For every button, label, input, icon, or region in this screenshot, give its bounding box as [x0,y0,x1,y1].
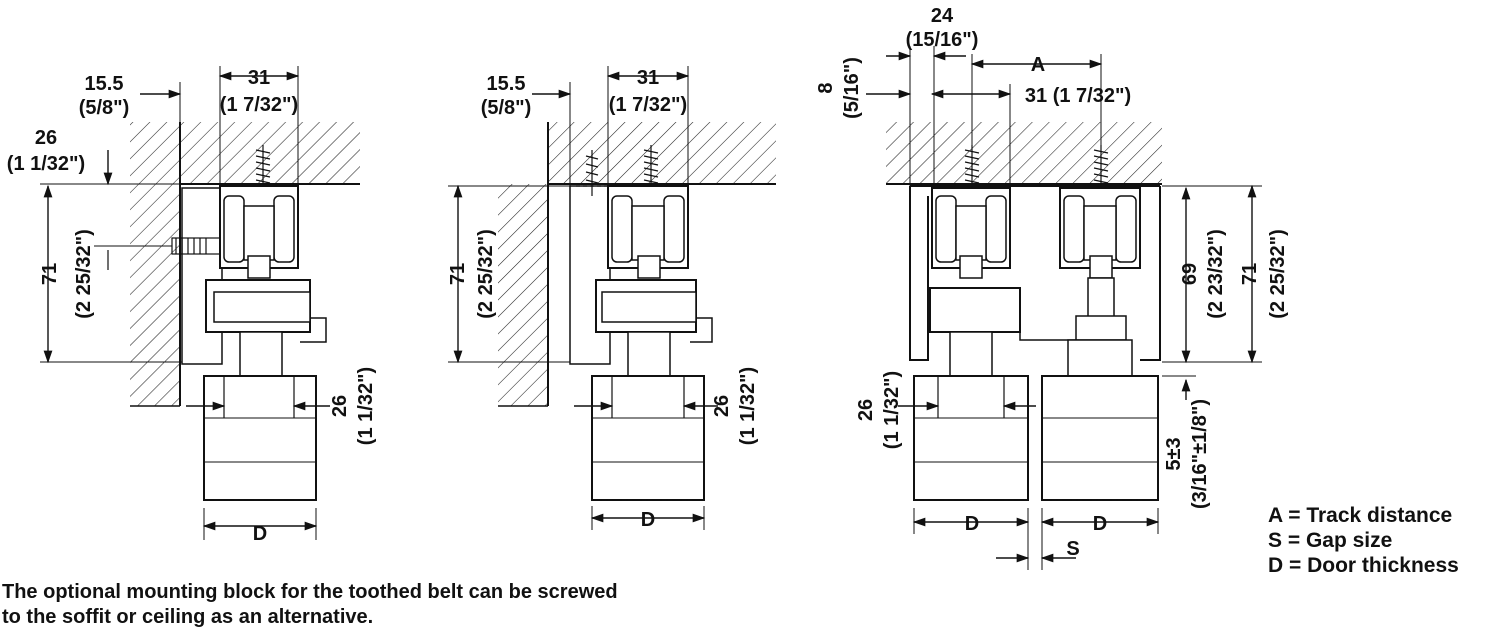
caption: The optional mounting block for the toot… [2,580,902,630]
view-3-edge-offset-in: (5/16") [841,57,863,119]
view-1-mounting-block [181,187,223,365]
view-3-screw-right [1093,145,1109,188]
view-1-side-offset: 15.5 [85,73,124,95]
view-1-ceiling-screw [255,145,271,186]
legend-door-thickness: D = Door thickness [1268,554,1459,577]
legend: A = Track distance S = Gap size D = Door… [1268,504,1459,577]
view-3-edge-offset: 8 [815,82,837,93]
view-1-side-offset-in: (5/8") [79,97,130,119]
view-1-width-top-in: (1 7/32") [220,94,298,116]
view-1-wall-mount: 31 (1 7/32") 15.5 (5/8") 26 (1 1/32") 71… [7,66,377,545]
view-3-track-label: A [1031,54,1045,76]
view-2-height: 71 [447,263,469,285]
view-3-width-top: 31 (1 7/32") [1025,85,1131,107]
view-3-outer-height-in: (2 25/32") [1267,229,1289,319]
view-2-ceiling-hatch [548,122,776,184]
view-3-door-2-label: D [1093,513,1107,535]
view-2-wall-hatch [498,184,548,406]
view-3-door-1-label: D [965,513,979,535]
view-2-side-offset: 15.5 [487,73,526,95]
view-1-door-offset-in: (1 1/32") [355,367,377,445]
view-3-door-offset-in: (1 1/32") [881,371,903,449]
view-3-screw-left [964,145,980,188]
view-1-mount-offset-in: (1 1/32") [7,153,85,175]
view-3-top-width: 24 [931,5,954,27]
view-3-outer-height: 71 [1239,263,1261,285]
view-2-side-offset-in: (5/8") [481,97,532,119]
view-1-door-offset: 26 [329,395,351,417]
view-2-door-offset-in: (1 1/32") [737,367,759,445]
view-3-ceiling-hatch [886,122,1162,184]
legend-track-distance: A = Track distance [1268,504,1452,527]
view-2-door [591,375,705,501]
view-1-height-in: (2 25/32") [73,229,95,319]
view-1-mount-offset: 26 [35,127,57,149]
view-3-door-left [913,375,1029,501]
view-2-door-label: D [641,509,655,531]
caption-line-2: to the soffit or ceiling as an alternati… [2,606,374,628]
view-1-width-top: 31 [248,67,270,89]
view-3-door-right [1041,375,1159,501]
caption-line-1: The optional mounting block for the toot… [2,581,618,603]
view-1-wall-hatch [130,122,180,406]
view-3-door-offset: 26 [855,399,877,421]
view-1-height: 71 [39,263,61,285]
view-2-door-offset: 26 [711,395,733,417]
view-3-double-track: 24 (15/16") 8 (5/16") A 31 (1 7/32") 69 … [815,5,1289,570]
view-2-mounting-block [569,185,611,365]
view-2-ceiling-screw [643,145,659,186]
view-2-width-top-in: (1 7/32") [609,94,687,116]
view-2-ceiling-mount: 31 (1 7/32") 15.5 (5/8") 71 (2 25/32") 2… [447,66,776,531]
view-2-width-top: 31 [637,67,659,89]
view-1-door-label: D [253,523,267,545]
legend-gap-size: S = Gap size [1268,529,1392,552]
view-3-gap-tolerance-in: (3/16"±1/8") [1189,399,1211,509]
view-3-top-width-in: (15/16") [906,29,979,51]
view-3-gap-label: S [1066,538,1079,560]
view-3-gap-tolerance: 5±3 [1163,437,1185,470]
view-3-inner-height-in: (2 23/32") [1205,229,1227,319]
view-2-height-in: (2 25/32") [475,229,497,319]
view-2-block-screw [576,150,608,196]
view-3-inner-height: 69 [1179,263,1201,285]
view-1-door [203,375,317,501]
